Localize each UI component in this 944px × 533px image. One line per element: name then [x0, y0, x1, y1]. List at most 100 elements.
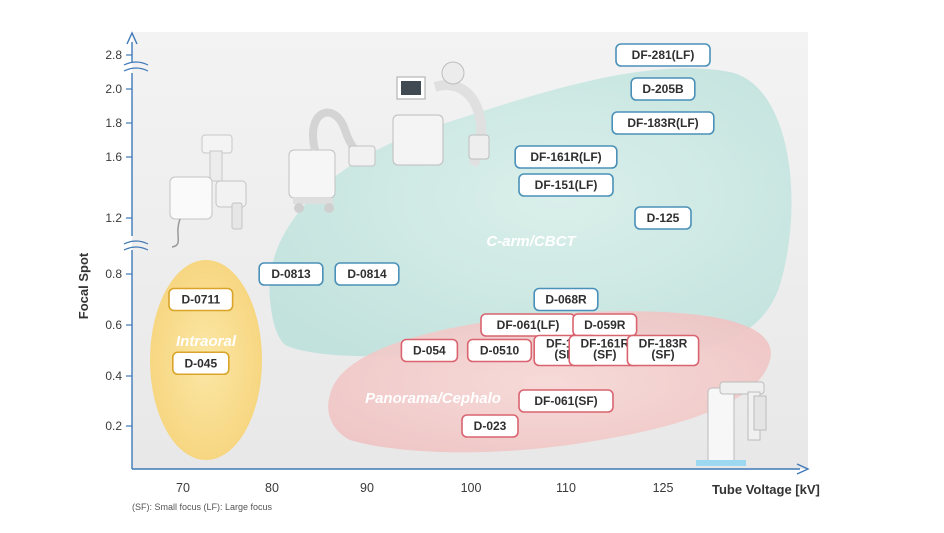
product-box-frame — [514, 145, 618, 169]
product-label-line: DF-183R(LF) — [627, 116, 698, 130]
product-label-line: D-0814 — [347, 267, 387, 281]
product-label-line: D-0711 — [181, 293, 220, 307]
x-tick-label: 125 — [653, 481, 674, 495]
product-label-line: DF-183R — [639, 337, 688, 351]
product-label-line: D-023 — [474, 419, 507, 433]
product-label-line: D-0813 — [271, 267, 311, 281]
product-box-frame — [518, 389, 614, 413]
product-box: D-205B — [630, 77, 696, 101]
product-label-line: D-045 — [184, 356, 217, 370]
product-label: DF-183R(LF) — [627, 116, 698, 130]
product-label: DF-183R(SF) — [639, 337, 688, 362]
product-label-line: D-059R — [584, 318, 626, 332]
product-box-frame — [630, 77, 696, 101]
product-box: D-023 — [461, 414, 519, 438]
mobile-c-arm-illustration — [288, 108, 376, 213]
product-label: D-045 — [184, 356, 217, 370]
region-label-c_arm: C-arm/CBCT — [486, 233, 577, 250]
product-box-frame — [634, 206, 692, 230]
product-label: D-0510 — [480, 344, 520, 358]
x-tick-label: 70 — [176, 481, 190, 495]
y-tick-label: 1.6 — [105, 150, 122, 164]
c-arm-cbct-illustration — [392, 61, 490, 168]
y-axis-break-upper — [123, 61, 149, 72]
y-axis — [123, 31, 149, 469]
product-box: DF-161R(SF) — [568, 334, 642, 367]
product-box-frame — [461, 414, 519, 438]
region-label-panorama: Panorama/Cephalo — [365, 390, 501, 407]
y-axis-break-lower — [123, 240, 149, 251]
product-label: DF-161R(LF) — [530, 150, 601, 164]
product-label-line: D-0510 — [480, 344, 520, 358]
product-label: D-054 — [413, 344, 446, 358]
product-label: D-0813 — [271, 267, 311, 281]
product-label-line: DF-061(LF) — [497, 318, 560, 332]
product-label: DF-061(LF) — [497, 318, 560, 332]
y-tick-label: 1.2 — [105, 211, 122, 225]
product-label-line: DF-281(LF) — [632, 48, 695, 62]
product-box: DF-151(LF) — [518, 173, 614, 197]
product-label: DF-281(LF) — [632, 48, 695, 62]
product-box: DF-061(LF) — [480, 313, 576, 337]
product-label: D-023 — [474, 419, 507, 433]
y-tick-label: 0.8 — [105, 267, 122, 281]
y-tick-label: 0.6 — [105, 318, 122, 332]
product-label: D-205B — [642, 82, 684, 96]
product-label-line: (SF) — [651, 348, 674, 362]
product-label-line: DF-161R(LF) — [530, 150, 601, 164]
product-box: DF-281(LF) — [615, 43, 711, 67]
y-tick-label: 0.2 — [105, 419, 122, 433]
y-tick-label: 2.0 — [105, 82, 122, 96]
product-box: D-045 — [172, 351, 230, 376]
product-box-frame — [400, 338, 459, 363]
product-label: DF-161R(SF) — [580, 337, 629, 362]
y-tick-label: 0.4 — [105, 369, 122, 383]
x-tick-label: 110 — [556, 481, 576, 495]
product-box: DF-183R(SF) — [626, 334, 700, 367]
product-marks: DF-281(LF) D-205B DF-183R(LF) DF-161R(LF) DF… — [168, 43, 715, 438]
product-box: D-0814 — [334, 262, 400, 286]
product-label: D-0814 — [347, 267, 387, 281]
product-box-frame — [533, 287, 599, 312]
product-label-line: DF-061(SF) — [534, 394, 597, 408]
product-label-line: DF-151(LF) — [535, 178, 598, 192]
product-label: D-059R — [584, 318, 626, 332]
product-label-line: (SF) — [593, 348, 616, 362]
product-box: D-0711 — [168, 287, 234, 312]
product-box-frame — [168, 287, 234, 312]
product-box-frame — [626, 334, 700, 367]
x-axis — [132, 463, 810, 475]
product-box-frame — [172, 351, 230, 376]
product-box-frame — [611, 111, 715, 135]
product-label-line: D-068R — [545, 293, 587, 307]
product-box: DF-161R(LF) — [514, 145, 618, 169]
y-axis-title: Focal Spot — [76, 252, 91, 319]
x-tick-label: 100 — [461, 481, 482, 495]
x-tick-label: 90 — [360, 481, 374, 495]
product-box: D-125 — [634, 206, 692, 230]
product-label: DF-061(SF) — [534, 394, 597, 408]
product-box: DF-183R(LF) — [611, 111, 715, 135]
product-label-line: D-054 — [413, 344, 446, 358]
product-label: D-068R — [545, 293, 587, 307]
product-box-frame — [466, 338, 533, 363]
product-label-line: D-205B — [642, 82, 684, 96]
product-box-frame — [334, 262, 400, 286]
product-box: D-068R — [533, 287, 599, 312]
product-box-frame — [258, 262, 324, 286]
product-box-frame — [518, 173, 614, 197]
region-label-intraoral: Intraoral — [176, 333, 237, 350]
product-box-frame — [615, 43, 711, 67]
x-tick-label: 80 — [265, 481, 279, 495]
product-box: D-0510 — [466, 338, 533, 363]
product-label: D-0711 — [181, 293, 220, 307]
intraoral-xray-illustration — [169, 134, 247, 248]
product-box: D-054 — [400, 338, 459, 363]
x-axis-title: Tube Voltage [kV] — [712, 482, 820, 497]
panorama-cephalo-illustration — [696, 381, 767, 466]
y-tick-label: 2.8 — [105, 48, 122, 62]
product-box: D-059R — [572, 313, 638, 337]
